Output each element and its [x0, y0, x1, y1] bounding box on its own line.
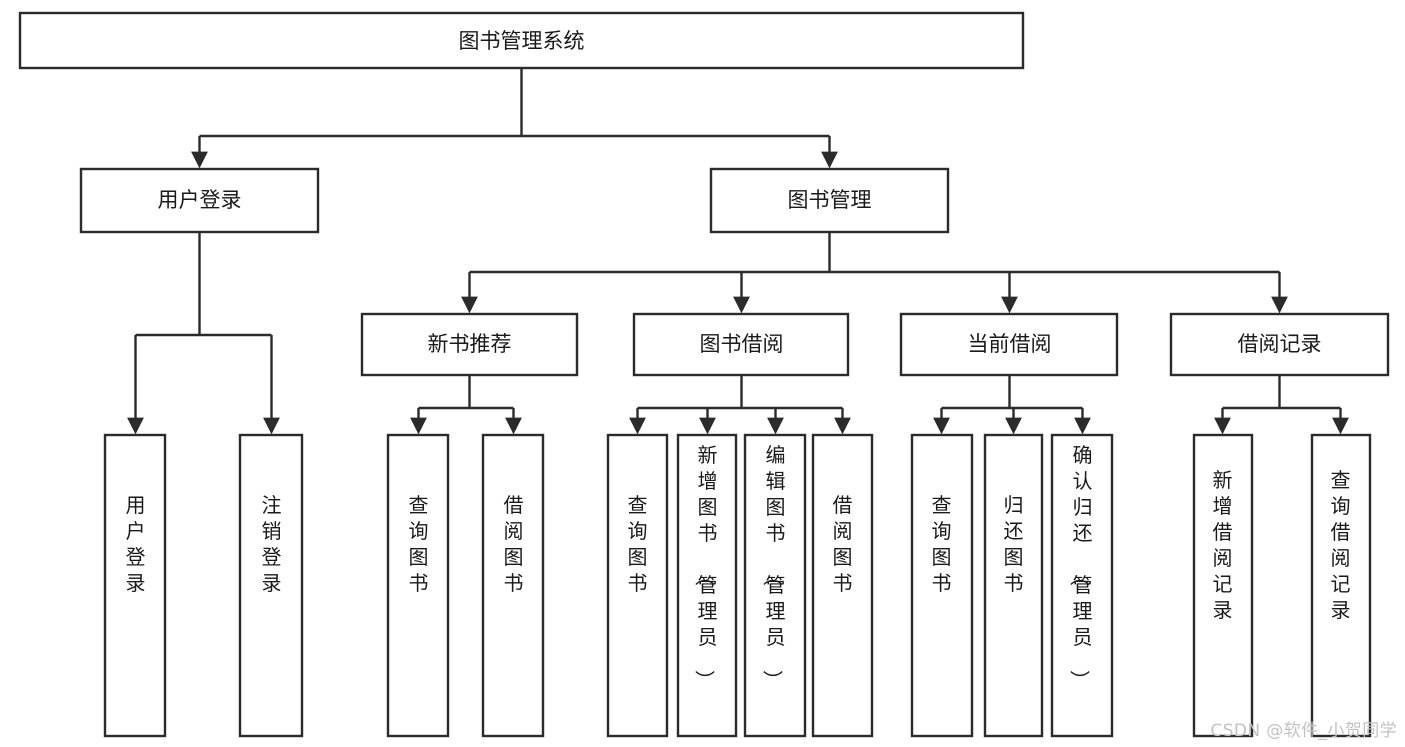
leaf-label-borrow-book-1: 借阅图书 — [504, 493, 524, 595]
connector-group-root — [191, 68, 838, 169]
leaf-label-query-book-1: 查询图书 — [409, 493, 429, 595]
node-borrow-record-label: 借阅记录 — [1238, 332, 1322, 356]
node-book-manage[interactable]: 图书管理 — [709, 167, 950, 234]
connector-group-borrow-record — [1214, 375, 1349, 435]
leaf-label-logout: 注销登录 — [262, 493, 282, 595]
connector-group-current-borrow — [933, 375, 1091, 435]
leaf-label-confirm-return: 确认归还（管理员） — [1068, 443, 1093, 690]
leaf-node[interactable]: 注销登录 — [238, 433, 304, 738]
leaf-node[interactable]: 查询借阅记录 — [1310, 433, 1372, 738]
connector-group-user-login — [127, 232, 280, 435]
leaf-node[interactable]: 新增图书（管理员） — [676, 433, 738, 738]
node-new-book-rec-label: 新书推荐 — [428, 332, 512, 356]
leaf-node[interactable]: 新增借阅记录 — [1192, 433, 1254, 738]
leaf-node[interactable]: 查询图书 — [606, 433, 669, 738]
leaf-label-add-record: 新增借阅记录 — [1213, 468, 1233, 622]
node-root-label: 图书管理系统 — [459, 29, 585, 53]
node-book-borrow-label: 图书借阅 — [700, 332, 784, 356]
connector-group-new-book-rec — [410, 375, 522, 435]
node-user-login-label: 用户登录 — [158, 188, 242, 212]
leaf-node[interactable]: 归还图书 — [983, 433, 1044, 738]
leaf-label-return-book: 归还图书 — [1004, 493, 1024, 595]
leaf-label-query-book-3: 查询图书 — [932, 493, 952, 595]
leaf-node[interactable]: 编辑图书（管理员） — [743, 433, 807, 738]
connector-group-book-borrow — [629, 375, 851, 435]
leaf-node[interactable]: 用户登录 — [103, 433, 167, 738]
node-new-book-rec[interactable]: 新书推荐 — [360, 312, 579, 377]
node-book-borrow[interactable]: 图书借阅 — [632, 312, 850, 377]
node-current-borrow-label: 当前借阅 — [968, 332, 1052, 356]
node-user-login[interactable]: 用户登录 — [79, 167, 320, 234]
leaf-label-add-book: 新增图书（管理员） — [693, 443, 718, 690]
leaf-label-query-record: 查询借阅记录 — [1331, 468, 1351, 622]
leaf-node[interactable]: 借阅图书 — [481, 433, 545, 738]
leaf-label-edit-book: 编辑图书（管理员） — [761, 443, 786, 690]
connector-group-book-manage — [461, 232, 1288, 314]
leaf-node[interactable]: 查询图书 — [910, 433, 974, 738]
node-root[interactable]: 图书管理系统 — [18, 11, 1025, 70]
csdn-watermark: CSDN @软件_小贺同学 — [1210, 721, 1397, 741]
leaf-node[interactable]: 查询图书 — [386, 433, 450, 738]
leaf-label-query-book-2: 查询图书 — [628, 493, 648, 595]
node-book-manage-label: 图书管理 — [788, 188, 872, 212]
node-borrow-record[interactable]: 借阅记录 — [1169, 312, 1390, 377]
leaf-label-borrow-book-2: 借阅图书 — [833, 493, 853, 595]
leaf-label-user-login: 用户登录 — [126, 493, 146, 595]
leaf-node[interactable]: 借阅图书 — [811, 433, 874, 738]
leaf-node[interactable]: 确认归还（管理员） — [1050, 433, 1114, 738]
node-current-borrow[interactable]: 当前借阅 — [899, 312, 1119, 377]
